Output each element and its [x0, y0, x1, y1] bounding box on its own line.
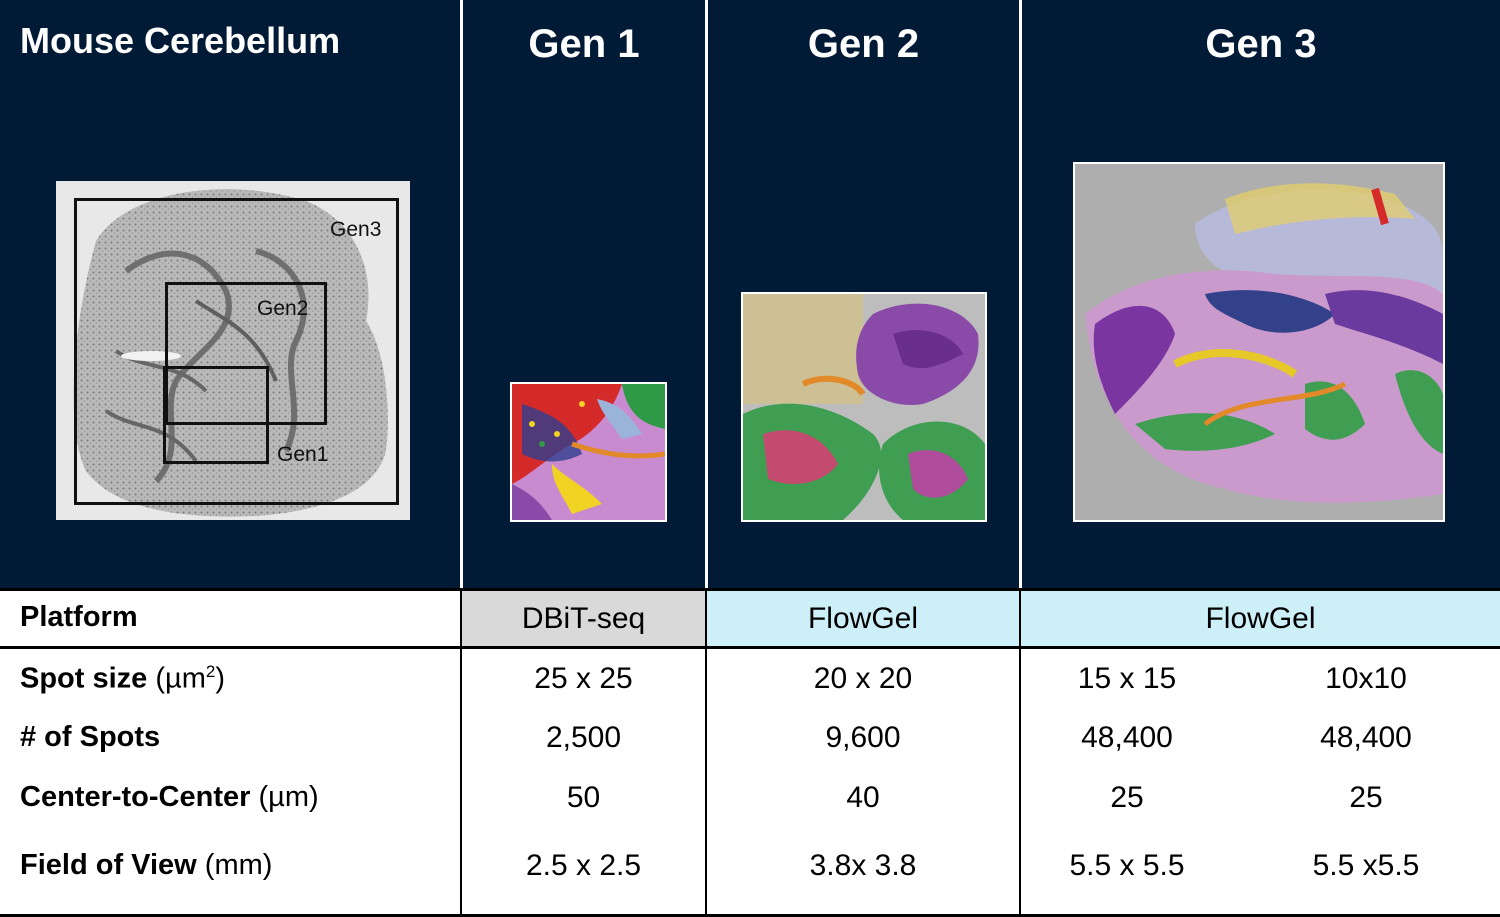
- num-spots-gen3a: 48,400: [1081, 721, 1173, 754]
- center-gen2: 40: [846, 781, 880, 814]
- gen2-box-label: Gen2: [257, 297, 309, 320]
- spot-size-gen2: 20 x 20: [813, 662, 913, 695]
- gen1-box-label: Gen1: [277, 443, 329, 466]
- gen2-platform-cell: FlowGel: [707, 591, 1019, 646]
- table-bottom-rule: [0, 914, 1500, 917]
- spot-size-label: Spot size (µm2): [20, 662, 226, 695]
- fov-gen2: 3.8x 3.8: [809, 849, 917, 882]
- fov-gen1: 2.5 x 2.5: [525, 849, 642, 882]
- gen3-platform-cell: FlowGel: [1021, 591, 1500, 646]
- gen1-spatial-map: [510, 382, 667, 522]
- table-divider: [705, 588, 707, 917]
- table-divider: [1019, 588, 1021, 917]
- gen2-heading: Gen 2: [807, 22, 920, 66]
- header-divider: [705, 0, 708, 588]
- header-divider: [460, 0, 463, 588]
- center-to-center-label: Center-to-Center (µm): [20, 781, 319, 813]
- center-gen1: 50: [566, 781, 601, 814]
- gen3-box-label: Gen3: [330, 218, 382, 241]
- cerebellum-overview-image: [56, 181, 410, 520]
- num-spots-gen2: 9,600: [825, 721, 901, 754]
- fov-gen3a: 5.5 x 5.5: [1069, 849, 1185, 882]
- center-gen3a: 25: [1110, 781, 1144, 814]
- platform-label: Platform: [20, 601, 138, 633]
- table-divider: [460, 588, 462, 917]
- num-spots-label: # of Spots: [20, 721, 161, 753]
- spot-size-gen3a: 15 x 15: [1077, 662, 1177, 695]
- field-of-view-label: Field of View (mm): [20, 849, 273, 881]
- num-spots-gen3b: 48,400: [1320, 721, 1412, 754]
- platform-bottom-rule: [0, 646, 1500, 649]
- gen3-region-box: [74, 198, 399, 505]
- center-gen3b: 25: [1349, 781, 1383, 814]
- gen1-region-box: [163, 366, 269, 464]
- gen3-spatial-map: [1073, 162, 1445, 522]
- gen1-heading: Gen 1: [528, 22, 640, 66]
- fov-gen3b: 5.5 x5.5: [1312, 849, 1420, 882]
- gen3-heading: Gen 3: [1205, 22, 1317, 66]
- spot-size-gen1: 25 x 25: [534, 662, 633, 695]
- gen2-region-box: [165, 282, 327, 425]
- spot-size-gen3b: 10x10: [1325, 662, 1407, 695]
- header-divider: [1019, 0, 1022, 588]
- table-top-rule: [0, 588, 1500, 591]
- gen1-platform-cell: DBiT-seq: [462, 591, 705, 646]
- page-title: Mouse Cerebellum: [20, 20, 341, 61]
- gen2-spatial-map: [741, 292, 987, 522]
- num-spots-gen1: 2,500: [545, 721, 622, 754]
